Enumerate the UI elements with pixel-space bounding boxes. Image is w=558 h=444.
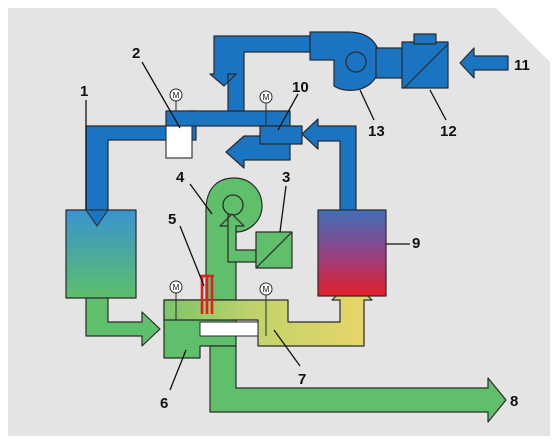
filter-12-box — [401, 41, 449, 89]
heat-exchanger-9 — [317, 209, 387, 297]
leader-5 — [179, 225, 205, 287]
label-12: 12 — [440, 123, 457, 140]
damper-10-duct — [259, 125, 303, 145]
leader-6 — [169, 349, 187, 391]
motor-damper-2: M — [169, 88, 183, 111]
motor-damper-10: M — [259, 90, 273, 126]
label-7: 7 — [298, 371, 306, 388]
label-4: 4 — [176, 169, 185, 186]
label-3: 3 — [282, 169, 290, 186]
leader-12 — [429, 89, 447, 121]
svg-text:M: M — [173, 91, 180, 100]
svg-text:M: M — [263, 93, 270, 102]
mixing-damper-duct — [165, 110, 291, 127]
fan-13-to-filter-duct — [375, 47, 405, 79]
label-13: 13 — [368, 123, 385, 140]
filter-12-cap — [413, 33, 437, 45]
label-9: 9 — [412, 235, 420, 252]
label-2: 2 — [132, 45, 140, 62]
label-11: 11 — [514, 57, 530, 74]
intake-arrow-11 — [459, 47, 509, 79]
fan-13-impeller — [345, 51, 367, 73]
label-10: 10 — [292, 79, 309, 96]
cooler-unit-1 — [65, 209, 137, 299]
leader-4 — [189, 183, 213, 215]
motor-damper-6: M — [169, 280, 183, 320]
duct-separator — [199, 321, 259, 337]
leader-7 — [273, 329, 301, 367]
motor-damper-7: M — [259, 282, 273, 336]
leader-13 — [359, 89, 375, 121]
label-1: 1 — [80, 83, 88, 100]
filter-12-diagonal — [403, 43, 449, 89]
outlet-duct-8 — [209, 345, 507, 423]
label-8: 8 — [510, 393, 518, 410]
leader-2 — [141, 61, 181, 129]
heater-5 — [200, 274, 214, 314]
leader-3 — [279, 185, 287, 233]
label-6: 6 — [160, 395, 168, 412]
fan-4-to-filter-3-duct — [219, 213, 257, 263]
label-5: 5 — [168, 211, 176, 228]
process-air-duct-lower — [85, 295, 161, 347]
damper-2-blade — [172, 130, 186, 156]
svg-text:M: M — [263, 285, 270, 294]
leader-10 — [277, 93, 299, 131]
svg-text:M: M — [173, 283, 180, 292]
filter-3-diagonal — [255, 231, 293, 269]
cooler-1-inflow-arrow — [85, 209, 109, 227]
